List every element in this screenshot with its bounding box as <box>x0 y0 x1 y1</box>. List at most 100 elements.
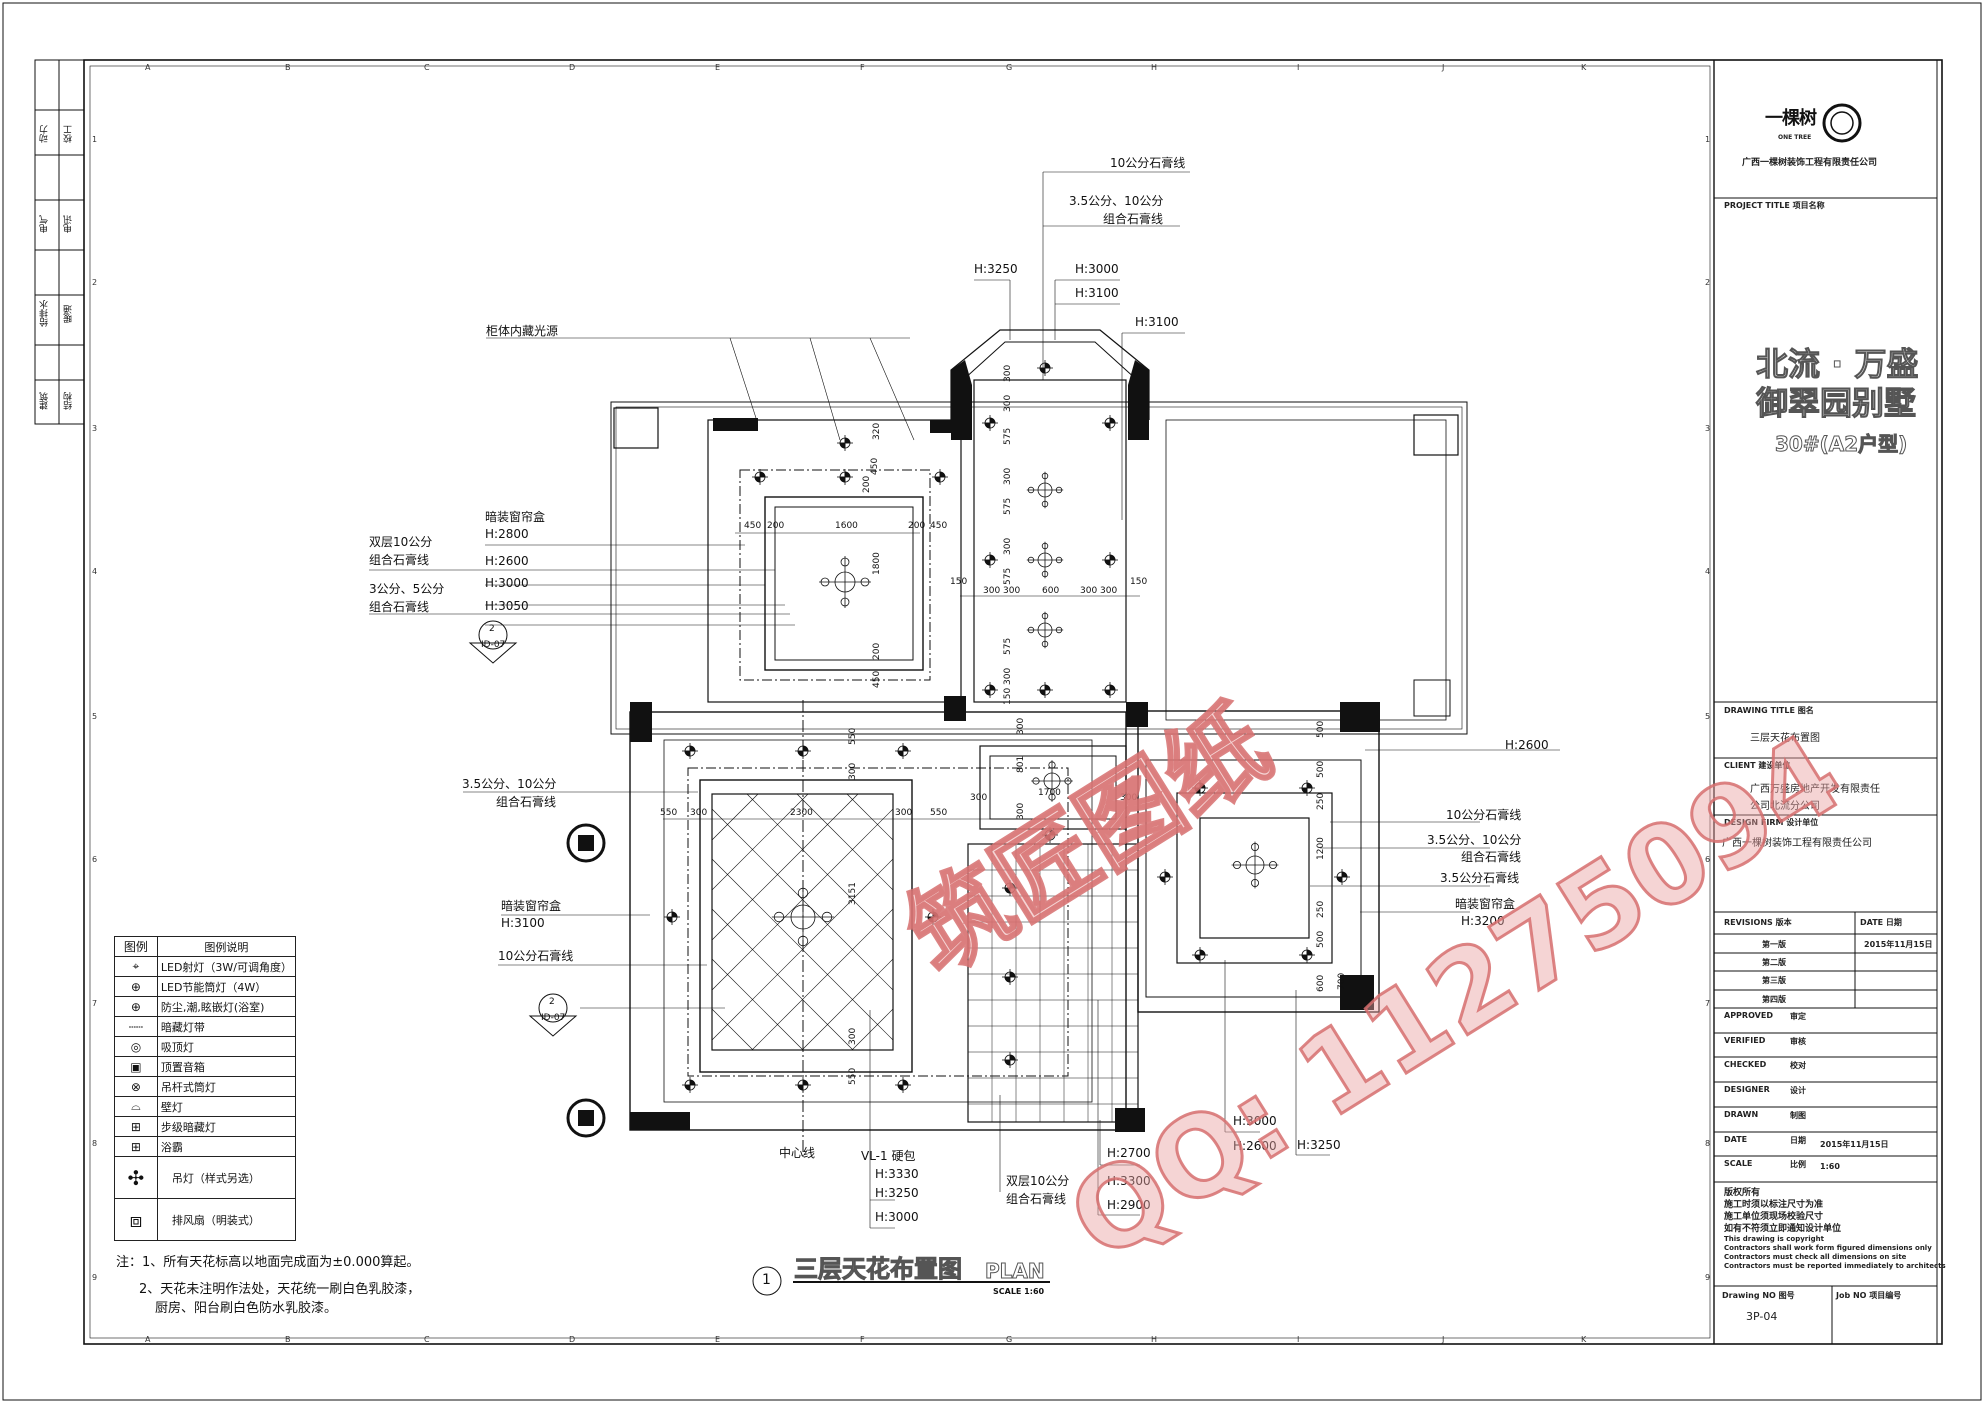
legend-row: ⧈排风扇（明装式） <box>114 1198 297 1241</box>
grid-column-label: B <box>285 63 291 72</box>
legend-label: 吸顶灯 <box>156 1036 297 1057</box>
wall-lamp-icon: ⌓ <box>114 1096 158 1117</box>
chandelier-icon <box>1026 471 1064 509</box>
revision-date: 2015年11月15日 <box>1864 940 1933 949</box>
height-label: H:3250 <box>1297 1138 1341 1152</box>
grid-row-label: 2 <box>92 278 98 287</box>
legend-row: ⊞步级暗藏灯 <box>114 1116 297 1137</box>
note-3: 厨房、阳台刷白色防水乳胶漆。 <box>155 1301 338 1316</box>
legend-header-desc: 图例说明 <box>156 936 297 957</box>
pendant-downlight-icon: ⊗ <box>114 1076 158 1097</box>
drawing-no: 3P-04 <box>1746 1310 1778 1323</box>
grid-column-label: G <box>1006 63 1013 72</box>
dimension-label: 600 <box>1316 974 1326 992</box>
dimension-label: 1800 <box>872 552 882 575</box>
grid-row-label: 8 <box>1705 1139 1711 1148</box>
dimension-label: 550 <box>848 1067 858 1085</box>
annotation: 10公分石膏线 <box>1110 156 1186 170</box>
copyright-line: 版权所有 <box>1724 1188 1761 1198</box>
led-spotlight-icon <box>682 1077 698 1093</box>
chandelier-icon <box>1231 841 1279 889</box>
dimension-label: 1700 <box>1038 788 1061 798</box>
annotation: 组合石膏线 <box>1103 212 1164 226</box>
plan-number-circle <box>752 1266 782 1296</box>
chandelier-icon <box>1026 611 1064 649</box>
dimension-label: 300 <box>1003 394 1013 412</box>
grid-row-label: 1 <box>1705 135 1711 144</box>
led-spotlight-icon: ⌖ <box>114 956 158 977</box>
column <box>613 407 659 449</box>
verified-label-cn: 审核 <box>1790 1037 1806 1046</box>
revisions-label: REVISIONS 版本 <box>1724 918 1792 927</box>
annotation: 3.5公分石膏线 <box>1440 871 1520 885</box>
led-spotlight-icon <box>982 682 998 698</box>
job-no-label: Job NO 项目编号 <box>1836 1291 1902 1300</box>
legend-row: ⊕LED节能筒灯（4W） <box>114 976 297 997</box>
chandelier-icon <box>1026 541 1064 579</box>
grid-row-label: 2 <box>1705 278 1711 287</box>
grid-column-label: H <box>1151 1335 1158 1344</box>
date-label: DATE <box>1724 1135 1748 1144</box>
grid-column-label: H <box>1151 63 1158 72</box>
grid-row-label: 8 <box>92 1139 98 1148</box>
grid-row-label: 9 <box>1705 1273 1711 1282</box>
legend-row: ┄┄暗藏灯带 <box>114 1016 297 1037</box>
legend-row: ⊞浴霸 <box>114 1136 297 1157</box>
annotation: VL-1 硬包 <box>861 1149 916 1163</box>
grid-row-label: 5 <box>1705 712 1711 721</box>
dimension-label: 300 <box>1003 537 1013 555</box>
dimension-label: 300 <box>1003 467 1013 485</box>
grid-row-label: 4 <box>92 567 98 576</box>
annotation: 组合石膏线 <box>369 600 430 614</box>
legend-label: 壁灯 <box>156 1096 297 1117</box>
dimension-label: 2300 <box>790 808 813 818</box>
height-label: H:3100 <box>1135 315 1179 329</box>
led-spotlight-icon <box>1002 1052 1018 1068</box>
revision-name: 第二版 <box>1762 958 1786 967</box>
hidden-light-strip-icon: ┄┄ <box>114 1016 158 1037</box>
grid-row-label: 4 <box>1705 567 1711 576</box>
grid-frame <box>89 65 1711 1339</box>
dimension-label: 801 <box>1016 755 1026 773</box>
legend-label: 暗藏灯带 <box>156 1016 297 1037</box>
ceiling-light-icon: ◎ <box>114 1036 158 1057</box>
annotation: 柜体内藏光源 <box>486 324 559 338</box>
led-spotlight-icon <box>1102 552 1118 568</box>
dimension-label: 300 <box>970 793 988 803</box>
led-spotlight-icon <box>982 552 998 568</box>
chandelier-icon <box>771 885 835 949</box>
dimension-label: 250 <box>1316 792 1326 810</box>
strip-label: 动力 <box>40 125 50 143</box>
drawing-title: 三层天花布置图 <box>1750 733 1820 744</box>
grid-column-label: C <box>424 63 430 72</box>
copyright-line: Contractors shall work form figured dime… <box>1724 1244 1932 1252</box>
section-ref: ID-07 <box>481 640 506 650</box>
legend-row: ⊕防尘,潮,眩嵌灯(浴室) <box>114 996 297 1017</box>
plan-title: 三层天花布置图 <box>794 1255 963 1283</box>
height-label: H:2900 <box>1107 1198 1151 1212</box>
height-label: H:3330 <box>875 1167 919 1181</box>
note-1: 注：1、所有天花标高以地面完成面为±0.000算起。 <box>116 1255 420 1270</box>
dimension-label: 500 <box>1316 930 1326 948</box>
grid-column-label: G <box>1006 1335 1013 1344</box>
grid-column-label: C <box>424 1335 430 1344</box>
led-spotlight-icon <box>752 469 768 485</box>
height-label: H:3200 <box>1461 914 1505 928</box>
revision-name: 第四版 <box>1762 995 1786 1004</box>
moisture-proof-light-icon: ⊕ <box>114 996 158 1017</box>
scale-label: SCALE <box>1724 1159 1753 1168</box>
legend-label: LED射灯（3W/可调角度） <box>156 956 297 977</box>
dimension-label: 300 <box>1080 586 1098 596</box>
led-spotlight-icon <box>1299 947 1315 963</box>
led-spotlight-icon <box>1192 780 1208 796</box>
led-spotlight-icon <box>932 469 948 485</box>
dimension-label: 600 <box>1042 586 1060 596</box>
section-ref: ID-07 <box>541 1013 566 1023</box>
dimension-label: 450 <box>744 521 762 531</box>
section-number: 2 <box>489 624 495 634</box>
led-spotlight-icon <box>1299 780 1315 796</box>
corridor <box>973 379 1127 703</box>
legend-row: ⌖LED射灯（3W/可调角度） <box>114 956 297 977</box>
copyright-line: 施工单位须现场校验尺寸 <box>1724 1212 1824 1222</box>
upper-left-room <box>707 419 962 703</box>
